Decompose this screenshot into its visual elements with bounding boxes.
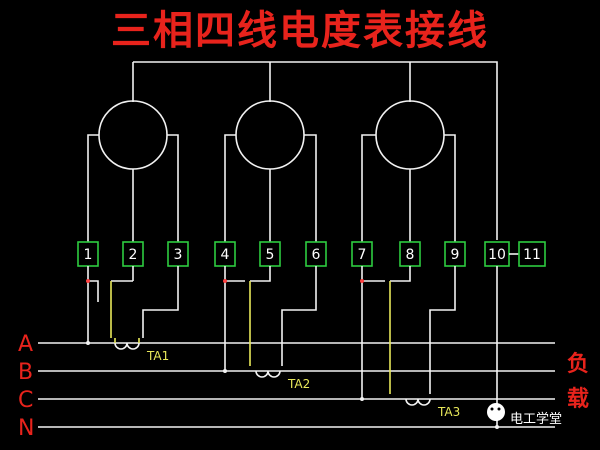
- terminal-3-label: 3: [174, 247, 183, 263]
- ct3-label: TA3: [437, 405, 460, 419]
- watermark: 电工学堂: [487, 403, 562, 427]
- m3-right-lead: [444, 134, 456, 242]
- junction-t1: [86, 279, 90, 283]
- voltage-coil-3: [375, 100, 445, 170]
- terminal-11: [518, 241, 546, 267]
- m1-left-lead: [87, 134, 99, 242]
- ct1-coil: [114, 342, 140, 350]
- phase-label-c: C: [18, 388, 33, 413]
- load-label-bottom: 载: [567, 386, 589, 412]
- phase-label-b: B: [18, 360, 33, 385]
- wechat-eye-left: [490, 407, 494, 411]
- terminal-6-label: 6: [312, 247, 321, 263]
- terminal-1-label: 1: [84, 247, 93, 263]
- terminal-block: 1 2 3 4 5 6 7 8 9 10 11: [77, 241, 546, 267]
- junction-t4: [223, 279, 227, 283]
- meter-element-3: [361, 100, 456, 242]
- t5-branch: [250, 266, 271, 282]
- m1-right-lead: [167, 134, 179, 242]
- terminal-9-label: 9: [451, 247, 460, 263]
- m2-left-lead: [224, 134, 236, 242]
- terminal-7-label: 7: [358, 247, 367, 263]
- junction-t7: [360, 279, 364, 283]
- meter-element-2: [224, 100, 317, 242]
- t1-branch: [88, 280, 99, 302]
- terminal-11-label: 11: [523, 247, 541, 263]
- phase-label-n: N: [18, 416, 34, 441]
- t8-branch: [390, 266, 411, 282]
- junction-c: [360, 397, 364, 401]
- ct1-label: TA1: [146, 349, 169, 363]
- ct2-coil: [255, 370, 281, 378]
- terminal-4-label: 4: [221, 247, 230, 263]
- terminal-10-label: 10: [488, 247, 506, 263]
- t6-to-ct: [281, 266, 317, 366]
- voltage-coil-1: [98, 100, 168, 170]
- neutral-top-bus: [133, 61, 498, 240]
- t3-to-ct: [142, 266, 179, 338]
- load-label-top: 负: [567, 352, 589, 377]
- terminal-5-label: 5: [266, 247, 275, 263]
- meter-element-1: [87, 100, 179, 242]
- t9-to-ct: [429, 266, 456, 394]
- ct3-coil: [405, 398, 431, 406]
- ct1-ends: [114, 338, 140, 343]
- ct2-label: TA2: [287, 377, 310, 391]
- phase-label-a: A: [18, 332, 33, 357]
- terminal-2-label: 2: [129, 247, 138, 263]
- watermark-text: 电工学堂: [510, 411, 562, 427]
- wechat-icon: [487, 403, 505, 421]
- ct-group-1: [86, 266, 179, 350]
- junction-b: [223, 369, 227, 373]
- voltage-coil-2: [235, 100, 305, 170]
- ct-group-2: [223, 266, 317, 378]
- terminal-8-label: 8: [406, 247, 415, 263]
- ct-group-3: [360, 266, 456, 406]
- phase-buses: [38, 342, 555, 428]
- m2-right-lead: [304, 134, 317, 242]
- junction-a: [86, 341, 90, 345]
- junction-n: [495, 425, 499, 429]
- wechat-eye-right: [497, 407, 501, 411]
- m3-left-lead: [361, 134, 376, 242]
- diagram-title: 三相四线电度表接线: [111, 8, 489, 54]
